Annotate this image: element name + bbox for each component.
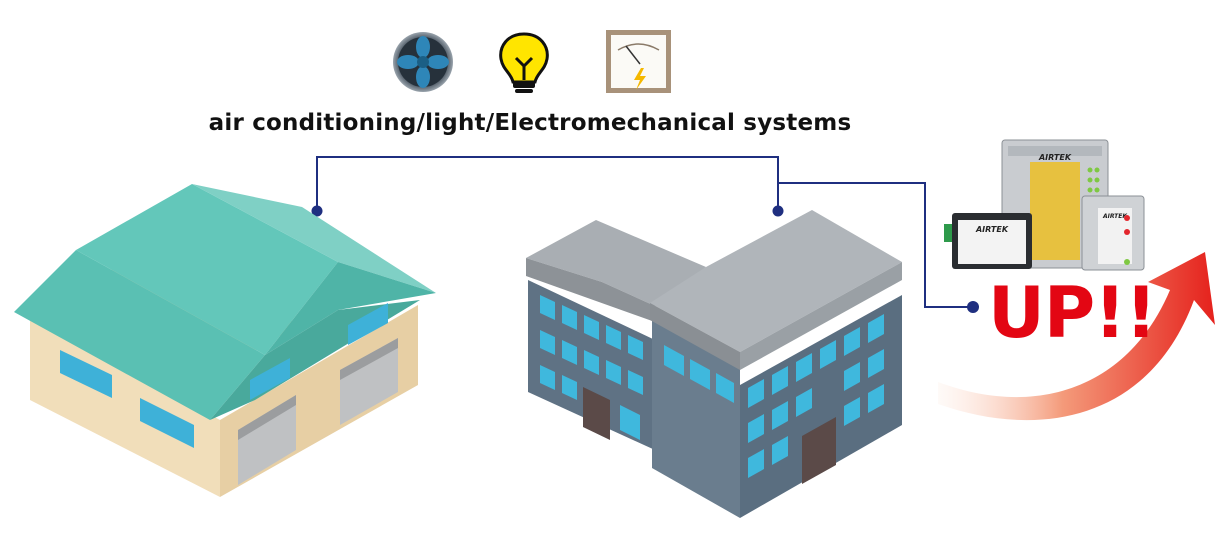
office-building — [526, 210, 902, 518]
connector-dot-warehouse — [311, 205, 323, 217]
svg-text:AIRTEK: AIRTEK — [975, 225, 1009, 234]
airtek-io-module: AIRTEK — [1081, 195, 1145, 271]
upgrade-label: UP!! — [988, 272, 1157, 354]
systems-caption: air conditioning/light/Electromechanical… — [208, 110, 852, 136]
warehouse-building — [14, 184, 436, 497]
connector-dot-office — [772, 205, 784, 217]
meter-icon — [606, 30, 671, 93]
connector-warehouse — [316, 156, 779, 210]
upgrade-arrow — [938, 252, 1215, 421]
connector-lines — [316, 156, 970, 308]
fan-icon — [393, 32, 453, 92]
light-bulb-icon — [499, 32, 549, 93]
svg-text:AIRTEK: AIRTEK — [1102, 213, 1128, 220]
airtek-module-small: AIRTEK — [944, 213, 1032, 269]
connector-upgrade — [778, 182, 970, 308]
connector-dot-upgrade — [967, 301, 979, 313]
svg-text:AIRTEK: AIRTEK — [1038, 153, 1072, 162]
